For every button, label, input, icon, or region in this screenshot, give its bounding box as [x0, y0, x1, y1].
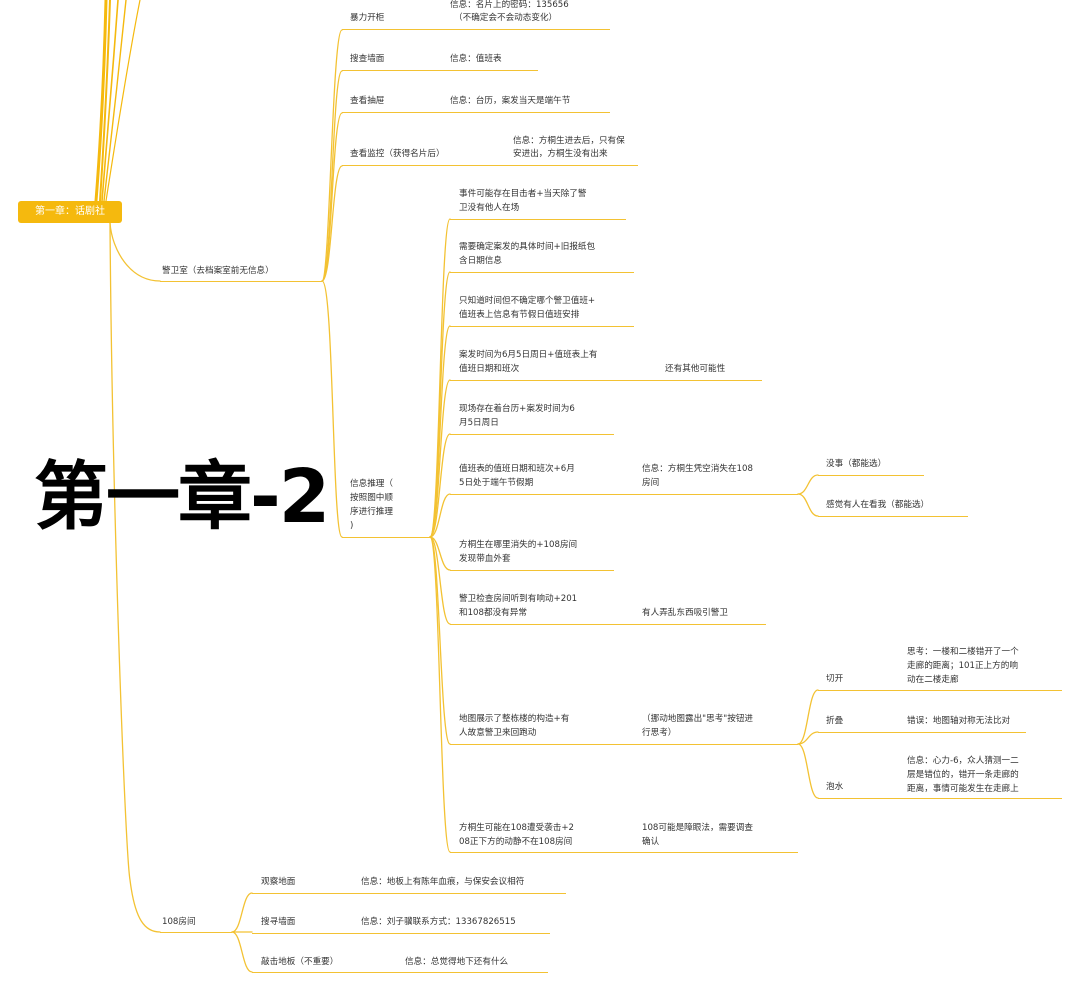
node-room108[interactable]: 108房间: [162, 917, 196, 927]
node-dimian[interactable]: 观察地面: [261, 877, 296, 887]
node-chouti[interactable]: 查看抽屉: [350, 96, 385, 106]
underline: [252, 933, 550, 935]
node-r8-1[interactable]: 警卫检查房间听到有响动+201: [459, 594, 578, 604]
node-zhedie-info: 错误：地图轴对称无法比对: [907, 716, 1011, 726]
underline: [342, 70, 538, 72]
node-r6-2: 5日处于端午节假期: [459, 478, 534, 488]
node-r6-opt-2[interactable]: 感觉有人在看我（都能选）: [826, 500, 930, 510]
node-jiankong-info-2: 安进出，方桐生没有出来: [513, 149, 608, 159]
underline: [818, 798, 1062, 800]
node-zhedie[interactable]: 折叠: [826, 716, 844, 726]
node-baoli[interactable]: 暴力开柜: [350, 13, 385, 23]
underline: [450, 219, 626, 221]
node-r6-opt-1[interactable]: 没事（都能选）: [826, 459, 887, 469]
node-paoshui-info-1: 信息：心力-6，众人猜测一二: [907, 756, 1019, 766]
node-qiekai-info-1: 思考：一楼和二楼错开了一个: [907, 647, 1019, 657]
underline: [450, 624, 766, 626]
underline: [818, 732, 1026, 734]
node-r1-2: 卫没有他人在场: [459, 203, 520, 213]
node-r1-1[interactable]: 事件可能存在目击者+当天除了警: [459, 189, 587, 199]
underline: [818, 516, 968, 518]
node-r2-1[interactable]: 需要确定案发的具体时间+旧报纸包: [459, 242, 596, 252]
node-tuili-2: 按照图中顺: [350, 493, 393, 503]
node-r8-note: 有人弄乱东西吸引警卫: [642, 608, 728, 618]
underline: [160, 281, 322, 283]
underline: [450, 494, 798, 496]
node-paoshui[interactable]: 泡水: [826, 782, 844, 792]
underline: [450, 380, 762, 382]
node-r6-info-1: 信息：方桐生凭空消失在108: [642, 464, 753, 474]
node-jingweishi[interactable]: 警卫室（去档案室前无信息）: [162, 266, 274, 276]
underline: [450, 570, 614, 572]
node-r3-1[interactable]: 只知道时间但不确定哪个警卫值班+: [459, 296, 596, 306]
node-r2-2: 含日期信息: [459, 256, 502, 266]
node-r5-1[interactable]: 现场存在着台历+案发时间为6: [459, 404, 575, 414]
node-baoli-info-1: 信息：名片上的密码：135656: [450, 0, 569, 10]
node-r10-note-1: 108可能是障眼法，需要调查: [642, 823, 753, 833]
underline: [450, 272, 634, 274]
underline: [818, 475, 924, 477]
underline: [160, 932, 232, 934]
node-souxun[interactable]: 搜寻墙面: [261, 917, 296, 927]
node-r4-2: 值班日期和班次: [459, 364, 520, 374]
node-r5-2: 月5日周日: [459, 418, 499, 428]
node-qiaoji-info: 信息：总觉得地下还有什么: [405, 957, 509, 967]
underline: [252, 972, 548, 974]
node-paoshui-info-2: 层是错位的，错开一条走廊的: [907, 770, 1019, 780]
node-r6-1[interactable]: 值班表的值班日期和班次+6月: [459, 464, 575, 474]
underline: [342, 112, 610, 114]
underline: [252, 893, 566, 895]
node-jiankong[interactable]: 查看监控（获得名片后）: [350, 149, 445, 159]
node-qiekai-info-3: 动在二楼走廊: [907, 675, 959, 685]
node-r10-1[interactable]: 方桐生可能在108遭受袭击+2: [459, 823, 575, 833]
underline: [342, 165, 638, 167]
node-r6-info-2: 房间: [642, 478, 660, 488]
node-jiankong-info-1: 信息：方桐生进去后，只有保: [513, 136, 625, 146]
node-qiekai-info-2: 走廊的距离；101正上方的响: [907, 661, 1018, 671]
underline: [450, 744, 798, 746]
node-souqiang-info: 信息：值班表: [450, 54, 502, 64]
underline: [450, 852, 798, 854]
underline: [450, 434, 614, 436]
node-paoshui-info-3: 距离，事情可能发生在走廊上: [907, 784, 1019, 794]
root-node[interactable]: 第一章：话剧社: [18, 201, 122, 223]
underline: [342, 537, 430, 539]
node-tuili-3: 序进行推理: [350, 507, 393, 517]
node-baoli-info-2: （不确定会不会动态变化）: [454, 13, 558, 23]
node-r9-note-1: （挪动地图露出"思考"按钮进: [642, 714, 754, 724]
underline: [818, 690, 1062, 692]
node-qiekai[interactable]: 切开: [826, 674, 844, 684]
node-r9-note-2: 行思考）: [642, 728, 677, 738]
underline: [342, 29, 610, 31]
node-r7-1[interactable]: 方桐生在哪里消失的+108房间: [459, 540, 578, 550]
node-qiaoji[interactable]: 敲击地板（不重要）: [261, 957, 339, 967]
node-tuili-4: ): [350, 521, 354, 531]
node-tuili-1[interactable]: 信息推理（: [350, 479, 393, 489]
node-r8-2: 和108都没有异常: [459, 608, 527, 618]
node-r9-2: 人故意警卫来回跑动: [459, 728, 537, 738]
node-r10-2: 08正下方的动静不在108房间: [459, 837, 573, 847]
node-souxun-info: 信息：刘子骥联系方式：13367826515: [361, 917, 516, 927]
node-dimian-info: 信息：地板上有陈年血痕，与保安会议相符: [361, 877, 525, 887]
node-souqiang[interactable]: 搜查墙面: [350, 54, 385, 64]
node-r9-1[interactable]: 地图展示了整栋楼的构造+有: [459, 714, 570, 724]
underline: [450, 326, 634, 328]
node-chouti-info: 信息：台历，案发当天是端午节: [450, 96, 571, 106]
node-r7-2: 发现带血外套: [459, 554, 511, 564]
node-r4-1[interactable]: 案发时间为6月5日周日+值班表上有: [459, 350, 598, 360]
node-r10-note-2: 确认: [642, 837, 660, 847]
chapter-title: 第一章-2: [34, 454, 330, 540]
node-r4-note: 还有其他可能性: [665, 364, 726, 374]
node-r3-2: 值班表上信息有节假日值班安排: [459, 310, 580, 320]
